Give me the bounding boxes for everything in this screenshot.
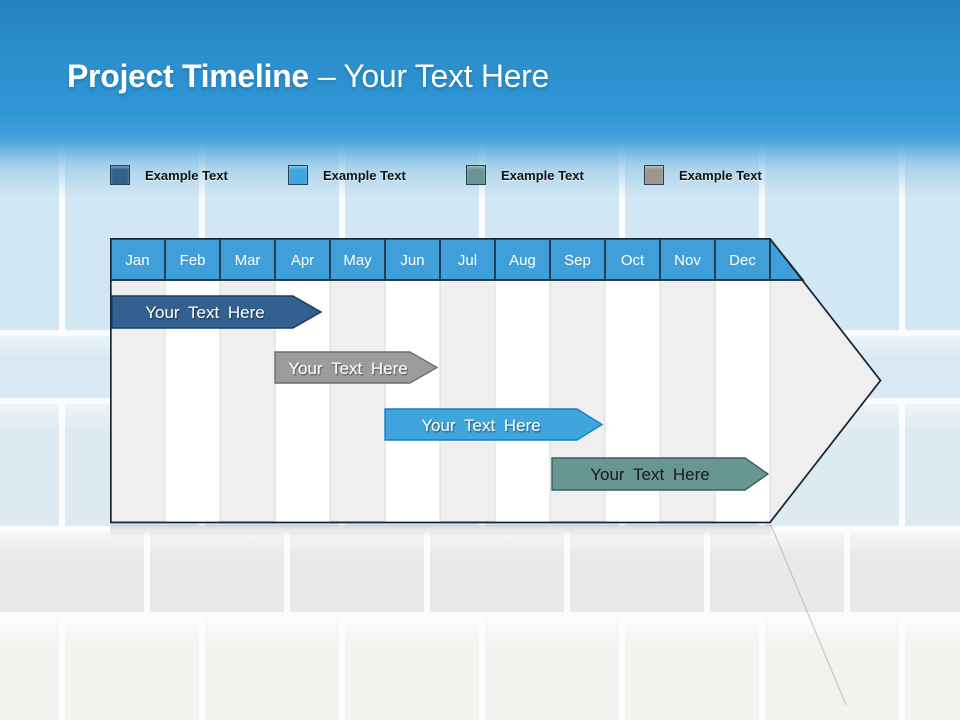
legend-swatch: [466, 165, 486, 185]
month-label: Oct: [621, 252, 645, 269]
task-bar-label: Your Text Here: [421, 416, 541, 435]
timeline-arrow-outline: [110, 238, 882, 524]
month-label: May: [343, 252, 372, 269]
bg-tile-row: [0, 618, 960, 720]
month-label: Feb: [180, 252, 206, 269]
task-bar: [111, 295, 323, 329]
month-column: [495, 280, 550, 522]
legend-label: Example Text: [501, 167, 584, 183]
legend-label: Example Text: [145, 167, 228, 183]
legend-label: Example Text: [679, 167, 762, 183]
task-bar: [551, 457, 770, 491]
legend: Example Text Example Text Example Text E…: [110, 165, 822, 185]
task-bar-label: Your Text Here: [145, 303, 265, 322]
task-bar: [274, 351, 439, 384]
month-label: Apr: [291, 252, 314, 269]
legend-label: Example Text: [323, 167, 406, 183]
month-label: Dec: [729, 252, 756, 269]
arrow-tip-reflection: [770, 524, 847, 706]
legend-item: Example Text: [466, 165, 644, 185]
month-label: Jun: [400, 252, 424, 269]
month-label: Jan: [125, 252, 149, 269]
column-gridlines: [164, 280, 771, 522]
header-cell-dividers: [110, 238, 803, 281]
task-bar-label: Your Text Here: [288, 359, 408, 378]
task-bar: [384, 408, 604, 441]
legend-swatch: [288, 165, 308, 185]
legend-swatch: [644, 165, 664, 185]
table-reflection: [110, 525, 772, 537]
task-bar-label: Your Text Here: [590, 465, 710, 484]
title-main: Project Timeline: [67, 58, 309, 94]
month-label: Sep: [564, 252, 591, 269]
month-label: Jul: [458, 252, 477, 269]
month-column: [385, 280, 440, 522]
title-subtitle: – Your Text Here: [317, 58, 550, 94]
timeline-chart: Jan Feb Mar Apr May Jun Jul Aug Sep Oct …: [110, 238, 882, 706]
legend-item: Example Text: [288, 165, 466, 185]
month-label: Aug: [509, 252, 536, 269]
month-label: Nov: [674, 252, 701, 269]
legend-item: Example Text: [644, 165, 822, 185]
page-title: Project Timeline– Your Text Here: [67, 58, 549, 95]
legend-item: Example Text: [110, 165, 288, 185]
month-label: Mar: [235, 252, 261, 269]
bg-tile-row: [0, 532, 960, 612]
legend-swatch: [110, 165, 130, 185]
